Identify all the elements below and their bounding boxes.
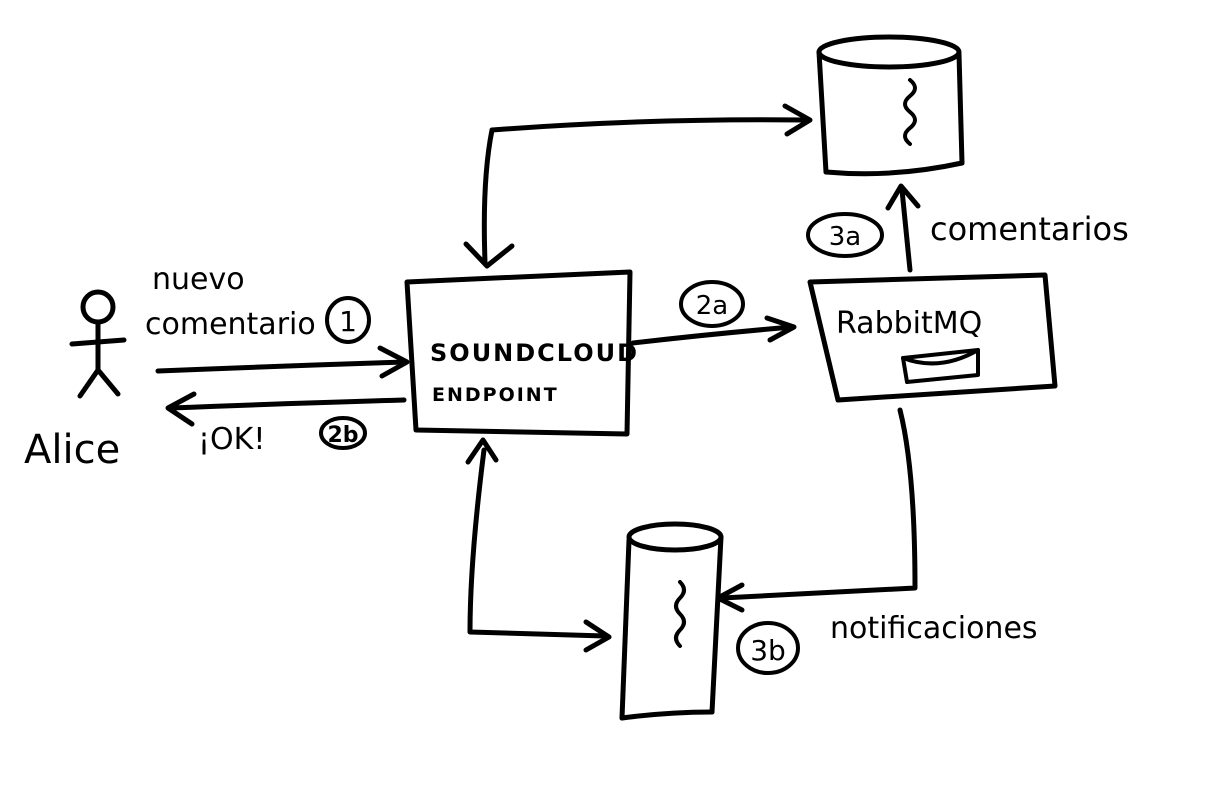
- arrow-endpoint-comments: [481, 117, 809, 265]
- arrow-endpoint-comments-head-right: [782, 103, 813, 137]
- squiggle-icon: [674, 580, 686, 648]
- actor-arms: [69, 337, 127, 347]
- endpoint-line1: SOUNDCLOUD: [430, 339, 639, 367]
- arrow-broker-comments: [899, 187, 913, 273]
- arrow-broker-notifications-head: [715, 582, 745, 613]
- squiggle-icon: [903, 78, 917, 146]
- arrow-to-broker: [630, 324, 795, 346]
- step-2b-badge: 2b: [319, 416, 367, 450]
- svg-text:2a: 2a: [696, 291, 728, 321]
- step-3b-badge: 3b: [736, 621, 800, 675]
- endpoint-line2: ENDPOINT: [432, 384, 559, 406]
- step-2a-badge: 2a: [679, 280, 745, 328]
- label-nuevo: nuevo: [152, 262, 245, 297]
- arrow-response: [167, 397, 407, 411]
- arrow-response-head: [165, 391, 197, 427]
- actor-legs: [77, 367, 121, 399]
- arrow-endpoint-notifications-head-up: [465, 437, 499, 465]
- notifications-database: [619, 521, 724, 721]
- arrow-request-head: [377, 345, 410, 379]
- arrow-endpoint-notifications-head-right: [583, 619, 612, 653]
- step-3a-badge: 3a: [806, 212, 884, 258]
- svg-text:3a: 3a: [829, 222, 861, 252]
- actor-alice: [69, 289, 127, 399]
- label-comentarios: comentarios: [930, 210, 1129, 248]
- label-comentario: comentario: [145, 307, 316, 342]
- label-ok: ¡OK!: [198, 422, 265, 457]
- arrow-to-broker-head: [764, 315, 797, 343]
- svg-text:1: 1: [339, 305, 357, 338]
- arrow-broker-comments-head: [885, 183, 921, 211]
- label-notificaciones: notificaciones: [830, 611, 1038, 646]
- arrow-broker-notifications: [719, 407, 918, 601]
- actor-name: Alice: [24, 427, 120, 473]
- svg-text:3b: 3b: [750, 634, 786, 667]
- broker-box: [807, 272, 1058, 403]
- arrow-endpoint-notifications: [467, 447, 608, 639]
- endpoint-box: [404, 269, 633, 437]
- envelope-icon: [901, 348, 980, 384]
- comments-database: [816, 34, 965, 177]
- svg-text:2b: 2b: [327, 423, 358, 448]
- arrow-request: [155, 359, 409, 374]
- actor-head: [80, 289, 116, 325]
- broker-name: RabbitMQ: [836, 306, 982, 341]
- arrow-endpoint-comments-head-down: [463, 241, 515, 269]
- step-1-badge: 1: [325, 296, 371, 344]
